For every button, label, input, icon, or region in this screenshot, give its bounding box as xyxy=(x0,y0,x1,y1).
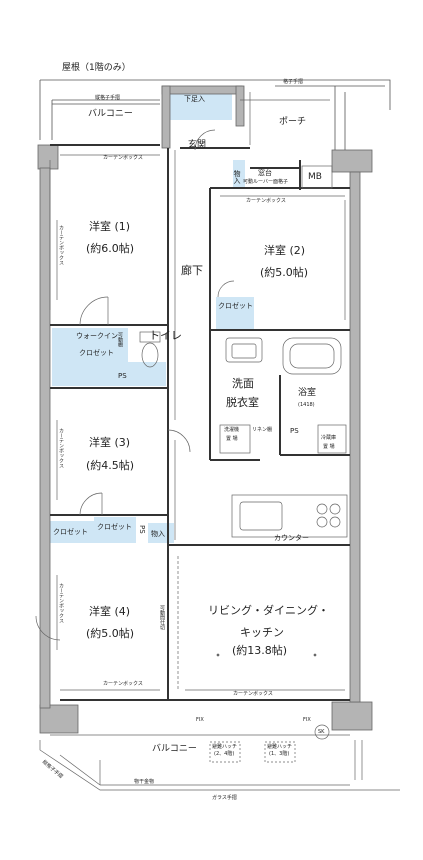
movable-shelf-label: 可動棚 xyxy=(117,332,123,347)
ps-label-2: PS xyxy=(290,427,299,435)
entrance-label: 玄関 xyxy=(188,140,207,150)
curtain-box-side-3: カーテンボックス xyxy=(58,583,64,623)
fridge-line2: 置 場 xyxy=(323,444,335,450)
storage-label: 物入 xyxy=(151,530,165,538)
hatch1-line2: (2、4階) xyxy=(214,751,235,757)
curtain-box-label-1: カーテンボックス xyxy=(103,155,143,161)
hatch2-line1: 避難ハッチ xyxy=(267,744,293,750)
glass-rail-label: ガラス手摺 xyxy=(212,795,237,801)
drying-label: 物干金物 xyxy=(134,779,155,785)
top-balcony-label: バルコニー xyxy=(88,109,133,119)
movable-partition-label: 可動間仕切 xyxy=(159,605,165,630)
curtain-box-label-3: カーテンボックス xyxy=(103,681,143,687)
top-rail-label: 格子手摺 xyxy=(283,79,304,85)
western2-name: 洋室 (2) xyxy=(264,244,306,257)
washer-line1: 洗濯機 xyxy=(224,427,240,433)
ps-label-1: PS xyxy=(118,372,127,380)
ldk-size: (約13.8帖) xyxy=(232,644,288,657)
curtain-box-side-1: カーテンボックス xyxy=(58,225,64,265)
shoe-storage-label: 下足入 xyxy=(184,95,205,103)
toilet-label: トイレ xyxy=(149,329,182,342)
detail-lines xyxy=(35,92,400,791)
bath-size: (1418) xyxy=(298,402,315,408)
bath-label: 浴室 xyxy=(298,388,317,398)
walkin-line1: ウォークイン xyxy=(76,332,118,340)
interior-walls xyxy=(50,144,350,701)
counter-label: カウンター xyxy=(274,534,309,542)
porch-label: ポーチ xyxy=(279,117,307,127)
ldk-line1: リビング・ダイニング・ xyxy=(208,604,329,617)
linen-label: リネン棚 xyxy=(252,427,273,433)
curtain-box-label-2: カーテンボックス xyxy=(246,198,286,204)
fix-label-2: FIX xyxy=(303,717,311,723)
hatch1-line1: 避難ハッチ xyxy=(212,744,238,750)
bottom-balcony-label: バルコニー xyxy=(152,744,197,754)
top-balcony-rail-label: 縦格子手摺 xyxy=(95,95,121,101)
sk-label: SK xyxy=(318,729,325,735)
closet4-label: クロゼット xyxy=(97,523,132,531)
curtain-box-label-4: カーテンボックス xyxy=(233,691,273,697)
western1-size: (約6.0帖) xyxy=(86,242,135,255)
closet3-fill xyxy=(50,521,94,543)
ldk-line2: キッチン xyxy=(240,626,284,639)
closet3-label: クロゼット xyxy=(53,528,88,536)
window-label: 窓台 xyxy=(258,169,272,177)
roof-label: 屋根（1階のみ） xyxy=(62,63,131,73)
closet4-fill xyxy=(94,517,136,543)
western2-size: (約5.0帖) xyxy=(260,266,309,279)
western1-name: 洋室 (1) xyxy=(89,220,131,233)
mb-label: MB xyxy=(308,172,322,182)
closet2-label: クロゼット xyxy=(218,302,253,310)
ps-fill xyxy=(128,362,166,386)
walkin-fill xyxy=(52,328,128,386)
hallway-label: 廊下 xyxy=(181,264,203,277)
hatch2-line2: (1、3階) xyxy=(269,751,290,757)
small-storage-label: 物入 xyxy=(233,170,241,184)
shoe-storage-fill xyxy=(168,92,232,120)
fix-label-1: FIX xyxy=(196,717,204,723)
washroom-line1: 洗面 xyxy=(232,377,254,390)
roof-outline xyxy=(39,79,391,170)
washer-line2: 置 場 xyxy=(226,436,238,442)
curtain-box-side-2: カーテンボックス xyxy=(58,428,64,468)
walkin-line2: クロゼット xyxy=(79,349,114,357)
ps-label-3: PS xyxy=(138,525,146,534)
fridge-line1: 冷蔵庫 xyxy=(321,435,337,441)
western4-name: 洋室 (4) xyxy=(89,605,131,618)
western4-size: (約5.0帖) xyxy=(86,627,135,640)
closet2-fill xyxy=(216,297,254,331)
western3-name: 洋室 (3) xyxy=(89,436,131,449)
small-storage-fill xyxy=(233,160,245,188)
window-sub-label: 可動ルーバー面格子 xyxy=(243,179,288,185)
structural-walls xyxy=(37,85,373,734)
washroom-line2: 脱衣室 xyxy=(226,396,259,409)
western3-size: (約4.5帖) xyxy=(86,459,135,472)
